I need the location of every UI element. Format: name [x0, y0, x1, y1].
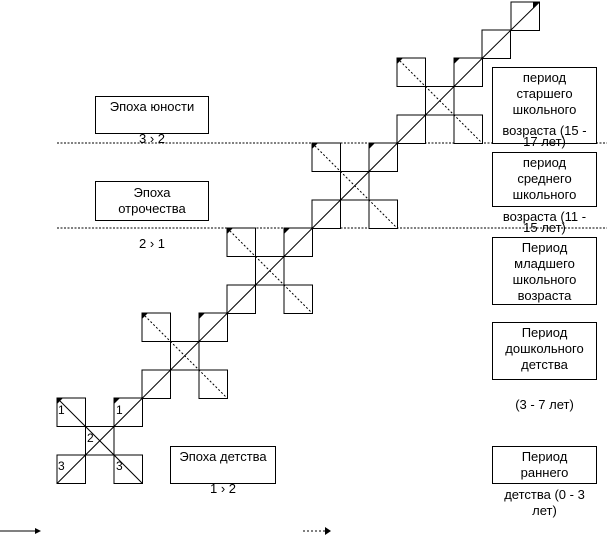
era-box-youth: Эпоха юности [95, 96, 209, 134]
period-middle-line-5: 15 лет) [523, 220, 566, 235]
period-box-junior: Период младшего школьного возраста [492, 237, 597, 305]
staircase-cells [56, 1, 540, 484]
era-phase-youth: 3 › 2 [138, 131, 165, 146]
period-junior-line-4: возраста [517, 288, 572, 303]
period-senior-line-3: школьного [512, 102, 577, 117]
period-box-early: Период раннего детства (0 - 3 лет) [492, 446, 597, 518]
era-label-childhood: Эпоха детства [179, 449, 267, 464]
period-middle-line-1: период [522, 155, 567, 170]
period-preschool-line-1: Период [521, 325, 568, 340]
cross-label-2: 2 [87, 431, 94, 445]
period-early-line-1: Период [521, 449, 568, 464]
period-middle-line-3: школьного [512, 187, 577, 202]
period-box-preschool: Период дошкольного детства [492, 322, 597, 380]
period-preschool-line-2: дошкольного [505, 341, 584, 356]
period-junior-line-3: школьного [512, 272, 577, 287]
period-senior-line-5: 17 лет) [523, 134, 566, 149]
period-box-senior: период старшего школьного возраста (15 -… [492, 67, 597, 149]
cross-1-corner-marker-right-icon [114, 398, 120, 404]
cross-label-1-left: 1 [58, 403, 65, 417]
period-senior-line-2: старшего [516, 86, 573, 101]
cross-1-anti-diagonal [56, 397, 143, 484]
cross-2-corner-marker-icon [142, 313, 148, 319]
cross-label-3-right: 3 [116, 459, 123, 473]
cross-2-anti-diagonal [141, 312, 228, 399]
cross-5-corner-marker-icon [397, 58, 403, 64]
period-early-line-4: лет) [532, 503, 557, 518]
era-box-childhood: Эпоха детства [170, 446, 276, 484]
era-phase-adolescence: 2 › 1 [138, 236, 165, 251]
top-stub-diagonal [481, 1, 540, 59]
period-early-line-3: детства (0 - 3 [504, 487, 585, 502]
period-senior-line-1: период [522, 70, 567, 85]
period-middle-line-4: возраста (11 - [502, 209, 587, 224]
cross-1-corner-marker-icon [57, 398, 63, 404]
era-label-adolescence: Эпоха отрочества [118, 185, 186, 216]
cross-4-anti-diagonal [311, 142, 398, 229]
period-junior-line-2: младшего [514, 256, 575, 271]
era-phase-childhood: 1 › 2 [209, 481, 236, 496]
era-box-adolescence: Эпоха отрочества [95, 181, 209, 221]
cross-3-corner-marker-right-icon [284, 228, 290, 234]
period-box-middle: период среднего школьного возраста (11 -… [492, 152, 597, 235]
period-senior-line-4: возраста (15 - [502, 123, 587, 138]
period-preschool-line-3: детства [521, 357, 568, 372]
cross-4-corner-marker-right-icon [369, 143, 375, 149]
cross-label-3-left: 3 [58, 459, 65, 473]
bottom-arrow-right-icon [325, 527, 331, 535]
top-stub-marker-icon [533, 2, 539, 8]
period-early-line-2: раннего [520, 465, 569, 480]
bottom-arrow-left-icon [35, 528, 41, 534]
cross-label-1-right: 1 [116, 403, 123, 417]
cross-4-corner-marker-icon [312, 143, 318, 149]
cross-3-corner-marker-icon [227, 228, 233, 234]
period-junior-line-1: Период [521, 240, 568, 255]
cross-5-corner-marker-right-icon [454, 58, 460, 64]
era-label-youth: Эпоха юности [109, 99, 195, 114]
period-preschool-note: (3 - 7 лет) [515, 397, 574, 412]
cross-5-anti-diagonal [396, 57, 483, 144]
cross-2-corner-marker-right-icon [199, 313, 205, 319]
cross-3-anti-diagonal [226, 227, 313, 314]
period-middle-line-2: среднего [517, 171, 572, 186]
